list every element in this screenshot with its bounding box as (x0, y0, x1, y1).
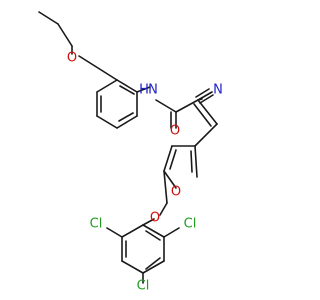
atom-o-ether-bottom: O (150, 211, 160, 226)
bond-nitrile-c (199, 94, 214, 104)
bond-furan-b (163, 145, 173, 172)
atom-cl-left: Cl (90, 217, 103, 232)
bond-ring2-c (121, 260, 144, 274)
bond-ethyl-cc (38, 11, 59, 25)
bond-ring2-a (121, 224, 144, 238)
atom-h-amide: H (139, 83, 149, 98)
bond-nitrile-b (195, 88, 210, 98)
bond-ring2-f (142, 224, 165, 238)
bond-furan-inner-a (169, 149, 177, 170)
atom-o-carbonyl: O (170, 124, 180, 139)
bond-nitrile-a (197, 91, 213, 101)
bond-n-carbonyl (155, 99, 177, 113)
bond-ring1-inner-a (119, 85, 135, 95)
atom-o-ether-top: O (67, 51, 77, 66)
bond-ring2-d (142, 260, 165, 274)
bond-ring1-c (116, 115, 138, 129)
bond-aryl-n (136, 86, 151, 93)
bond-cl-right (163, 227, 180, 238)
bond-furan-c (163, 170, 177, 189)
bond-cl-left (106, 227, 123, 238)
atom-cl-right: Cl (184, 217, 197, 232)
bond-ethyl-co (57, 23, 73, 47)
bond-ring1-f (96, 79, 118, 93)
bond-ring2-inner-c (145, 230, 161, 241)
bond-alkene-a (197, 99, 218, 125)
bond-ch2 (163, 170, 168, 204)
bond-furan-inner-b (190, 150, 193, 173)
bond-ether-aryl (78, 55, 118, 81)
bond-ring1-a (116, 79, 138, 93)
bond-ring2-inner-b (145, 257, 161, 270)
bond-ring1-d (96, 115, 118, 129)
bond-vinyl-furan (194, 123, 218, 147)
bond-o-aryl (142, 218, 155, 226)
atom-n-amide: N (148, 83, 158, 98)
molecule-structure: O N H N O O O Cl Cl Cl (38, 11, 223, 294)
atom-n-nitrile: N (213, 83, 223, 98)
atom-cl-bottom: Cl (137, 279, 150, 294)
bond-ring1-inner-b (118, 112, 134, 122)
bond-carbonyl-calpha (175, 99, 199, 113)
bond-alkene-b (193, 103, 212, 127)
bond-ch2-o (159, 202, 168, 216)
molecule-canvas: O N H N O O O Cl Cl Cl (38, 11, 223, 294)
bond-furan-d (194, 145, 198, 178)
atom-o-furan: O (171, 185, 181, 200)
